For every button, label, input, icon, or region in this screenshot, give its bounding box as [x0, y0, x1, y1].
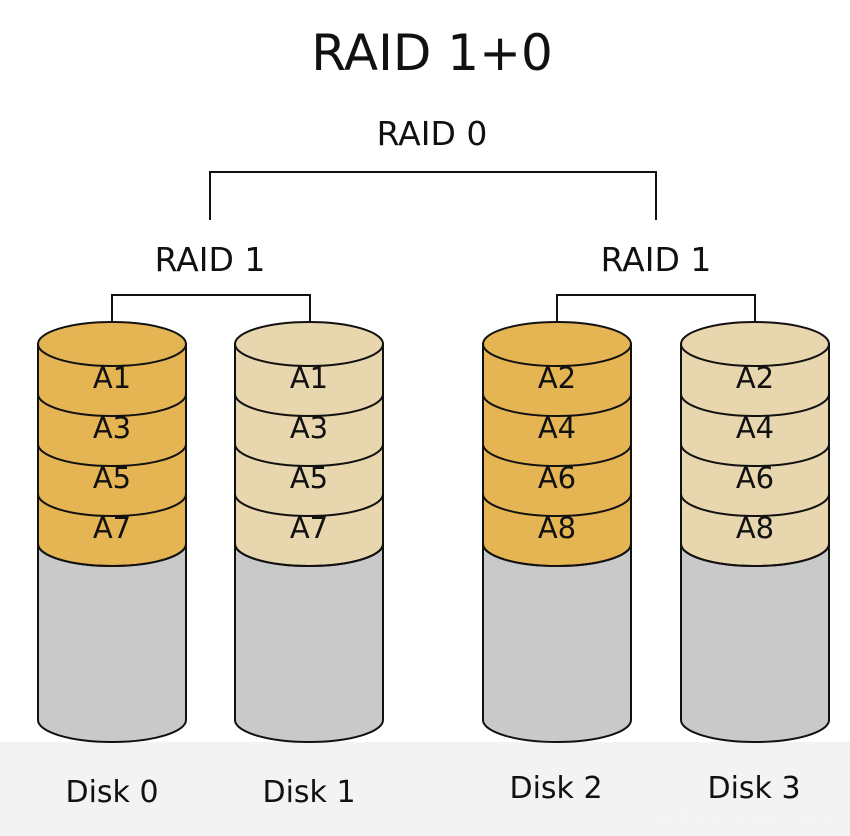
- disk-3-empty-space: [680, 543, 830, 743]
- disk-3-block-label: A8: [736, 511, 774, 545]
- mirror-connector-left: [111, 294, 311, 345]
- disk-2-block-divider: [482, 443, 632, 467]
- disk-0-block-divider: [37, 393, 187, 417]
- disk-label-1: Disk 1: [262, 775, 355, 810]
- disk-1-top-cap: [234, 321, 384, 367]
- disk-1-block-label: A5: [290, 461, 328, 495]
- disk-1-block-divider: [234, 543, 384, 567]
- disk-label-0: Disk 0: [65, 775, 158, 810]
- disk-2-block-label: A2: [538, 361, 576, 395]
- disk-1-block-label: A7: [290, 511, 328, 545]
- disk-2-empty-space: [482, 543, 632, 743]
- mirror-group-label-left: RAID 1: [155, 240, 266, 279]
- disk-2-top-cap: [482, 321, 632, 367]
- disk-1-block-divider: [234, 493, 384, 517]
- disk-0-block-label: A3: [93, 411, 131, 445]
- page-title: RAID 1+0: [311, 24, 553, 82]
- footer-band: [0, 742, 850, 836]
- watermark: CSDN @yunjisuanxuetu: [644, 807, 834, 826]
- disk-3-block-label: A2: [736, 361, 774, 395]
- disk-1-block-label: A1: [290, 361, 328, 395]
- disk-2-block-label: A6: [538, 461, 576, 495]
- disk-0-block-divider: [37, 543, 187, 567]
- disk-0-top-cap: [37, 321, 187, 367]
- disk-0-block-divider: [37, 443, 187, 467]
- mirror-group-label-right: RAID 1: [601, 240, 712, 279]
- stripe-connector: [209, 171, 657, 220]
- disk-3-block-label: A6: [736, 461, 774, 495]
- disk-1-empty-space: [234, 543, 384, 743]
- disk-0-block-divider: [37, 493, 187, 517]
- disk-3-block-divider: [680, 493, 830, 517]
- disk-0-block-label: A5: [93, 461, 131, 495]
- disk-2-block-divider: [482, 493, 632, 517]
- disk-3-top-cap: [680, 321, 830, 367]
- disk-3-block-label: A4: [736, 411, 774, 445]
- disk-2-block-label: A4: [538, 411, 576, 445]
- stripe-label: RAID 0: [377, 114, 488, 153]
- disk-2-block-label: A8: [538, 511, 576, 545]
- disk-3-block-divider: [680, 393, 830, 417]
- disk-2-block-divider: [482, 543, 632, 567]
- disk-3-block-divider: [680, 543, 830, 567]
- disk-label-2: Disk 2: [509, 771, 602, 806]
- disk-0-block-label: A1: [93, 361, 131, 395]
- mirror-connector-right: [556, 294, 756, 345]
- disk-label-3: Disk 3: [707, 771, 800, 806]
- disk-3-block-divider: [680, 443, 830, 467]
- disk-0-block-label: A7: [93, 511, 131, 545]
- disk-1-block-label: A3: [290, 411, 328, 445]
- disk-1-block-divider: [234, 393, 384, 417]
- disk-2-block-divider: [482, 393, 632, 417]
- disk-1-block-divider: [234, 443, 384, 467]
- disk-0-empty-space: [37, 543, 187, 743]
